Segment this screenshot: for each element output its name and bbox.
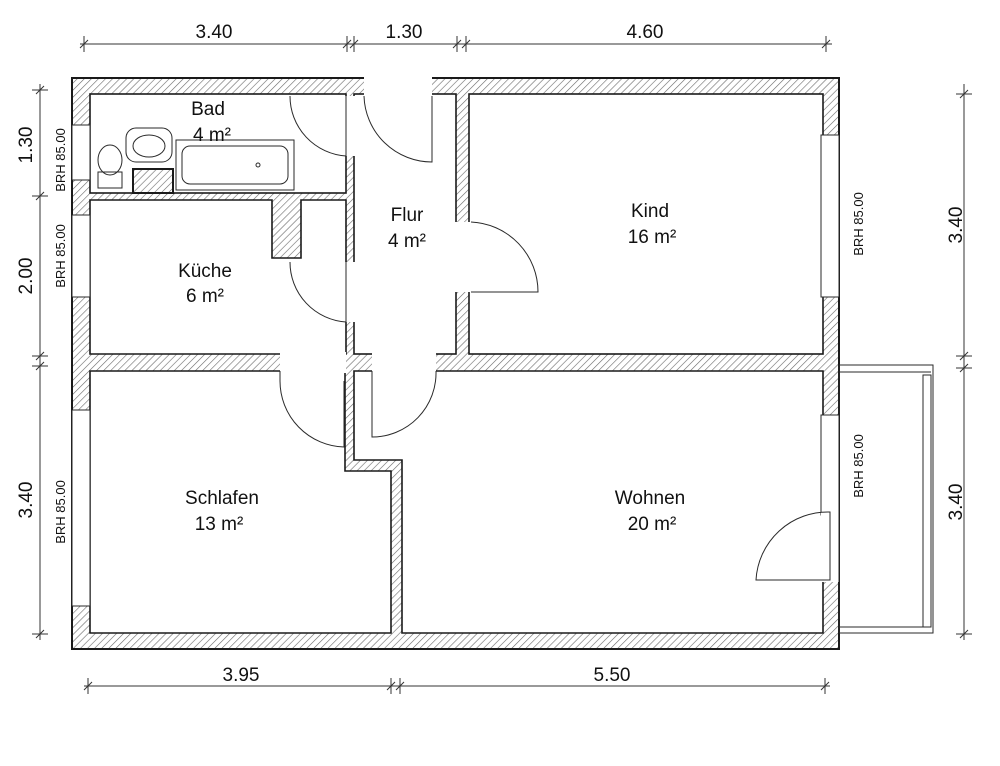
room-name-kueche: Küche (178, 261, 232, 282)
room-area-kueche: 6 m² (186, 286, 224, 307)
dim-bottom-1: 3.95 (223, 665, 260, 686)
room-flur[interactable] (353, 93, 457, 355)
door-opening-schlafen (280, 352, 346, 373)
window-label-wohnen: BRH 85.00 (851, 434, 866, 498)
room-wohnen[interactable] (353, 370, 824, 634)
window-label-schlafen: BRH 85.00 (53, 480, 68, 544)
door-opening-flur-top (364, 76, 432, 96)
dim-right-2: 3.40 (946, 484, 967, 521)
dim-top-3: 4.60 (627, 22, 664, 43)
sink (125, 127, 173, 163)
window-wohnen (820, 414, 840, 516)
room-area-flur: 4 m² (388, 231, 426, 252)
window-bad (71, 124, 91, 181)
room-area-bad: 4 m² (193, 125, 231, 146)
room-kueche[interactable] (89, 199, 347, 355)
room-area-wohnen: 20 m² (628, 514, 677, 535)
balcony-rail (922, 374, 932, 628)
balcony (838, 364, 934, 634)
dim-bottom-2: 5.50 (594, 665, 631, 686)
dimension-lines (32, 36, 972, 694)
dim-left-2: 2.00 (16, 258, 37, 295)
toilet (97, 144, 123, 189)
window-kind (820, 134, 840, 298)
dim-top-1: 3.40 (196, 22, 233, 43)
room-name-kind: Kind (631, 201, 669, 222)
room-area-schlafen: 13 m² (195, 514, 244, 535)
door-opening-kind (454, 222, 471, 292)
window-schlafen (71, 409, 91, 607)
dim-right-1: 3.40 (946, 207, 967, 244)
dim-top-2: 1.30 (386, 22, 423, 43)
door-opening-wohnen (372, 352, 436, 373)
room-kind[interactable] (468, 93, 824, 355)
room-name-bad: Bad (191, 99, 225, 120)
door-opening-bad (344, 96, 356, 156)
door-swings (279, 95, 831, 581)
window-label-kind: BRH 85.00 (851, 192, 866, 256)
room-area-kind: 16 m² (628, 227, 677, 248)
window-label-bad: BRH 85.00 (53, 128, 68, 192)
bathtub (175, 139, 295, 191)
window-kueche (71, 214, 91, 298)
dim-left-3: 3.40 (16, 482, 37, 519)
room-name-wohnen: Wohnen (615, 488, 685, 509)
window-label-kueche: BRH 85.00 (53, 224, 68, 288)
dim-left-1: 1.30 (16, 127, 37, 164)
room-name-schlafen: Schlafen (185, 488, 259, 509)
door-opening-kueche (344, 262, 356, 322)
room-name-flur: Flur (391, 205, 424, 226)
shaft (132, 168, 174, 194)
